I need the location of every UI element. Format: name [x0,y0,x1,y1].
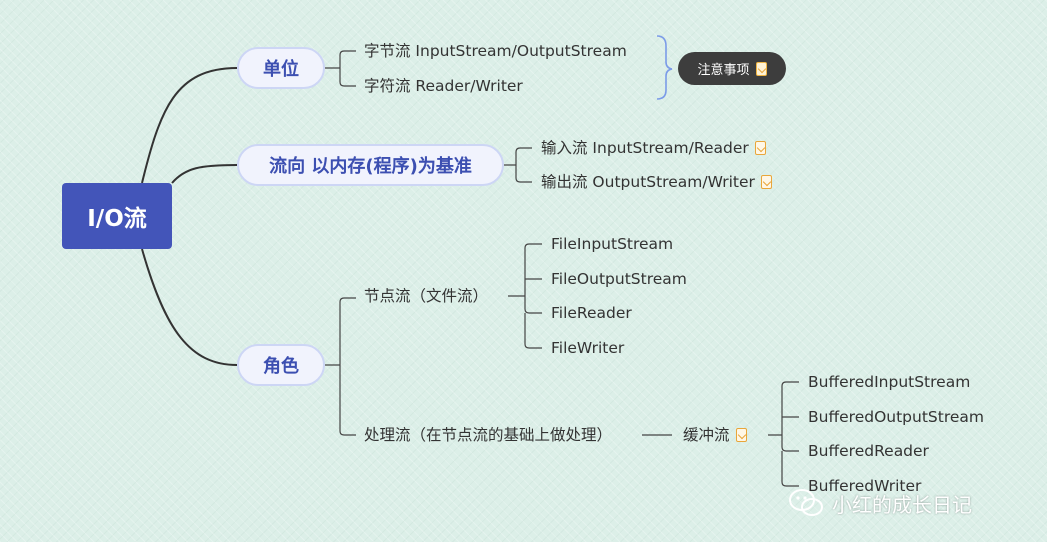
direction-child-output-label: 输出流 OutputStream/Writer [541,173,755,191]
direction-child-output[interactable]: 输出流 OutputStream/Writer [541,172,772,192]
connector-root-unit [141,67,238,184]
root-node[interactable]: I/O流 [62,183,172,249]
buffer-child-buffered-output-stream[interactable]: BufferedOutputStream [808,408,985,426]
branch-role[interactable]: 角色 [237,344,325,386]
wechat-icon [789,489,823,516]
branch-direction[interactable]: 流向 以内存(程序)为基准 [237,144,504,186]
node-stream[interactable]: 节点流（文件流） [364,287,489,305]
node-child-file-writer[interactable]: FileWriter [551,339,625,357]
direction-child-input-label: 输入流 InputStream/Reader [541,139,749,157]
buffer-child-buffered-writer[interactable]: BufferedWriter [808,477,922,495]
sub-connectors [325,50,799,487]
connector-buffer-children [768,381,799,487]
node-child-file-reader[interactable]: FileReader [551,304,632,322]
unit-child-char-stream[interactable]: 字符流 Reader/Writer [364,77,523,95]
brace-icon [656,35,673,100]
node-child-file-output-stream[interactable]: FileOutputStream [551,270,687,288]
connector-unit-children [325,50,356,87]
watermark: 小红的成长日记 [788,488,972,518]
processing-stream[interactable]: 处理流（在节点流的基础上做处理） [364,426,613,444]
node-child-file-input-stream[interactable]: FileInputStream [551,235,674,253]
buffer-stream-label: 缓冲流 [683,426,730,444]
direction-child-input[interactable]: 输入流 InputStream/Reader [541,138,766,158]
note-tag[interactable]: 注意事项 [678,52,786,85]
watermark-text: 小红的成长日记 [832,492,972,517]
buffer-child-buffered-reader[interactable]: BufferedReader [808,442,929,460]
unit-child-byte-stream[interactable]: 字节流 InputStream/OutputStream [364,42,627,60]
note-icon [755,61,767,76]
connector-node-children [508,243,542,349]
buffer-child-buffered-input-stream[interactable]: BufferedInputStream [808,373,971,391]
note-icon [735,428,747,442]
buffer-stream[interactable]: 缓冲流 [683,425,747,445]
connector-root-role [141,248,238,366]
connector-role-children [325,297,356,436]
note-icon [760,175,772,189]
note-tag-label: 注意事项 [697,63,750,78]
note-icon [754,141,766,155]
main-connectors [141,67,238,366]
connector-root-direction [171,164,238,184]
branch-unit[interactable]: 单位 [237,47,325,89]
connector-direction-children [504,147,532,183]
